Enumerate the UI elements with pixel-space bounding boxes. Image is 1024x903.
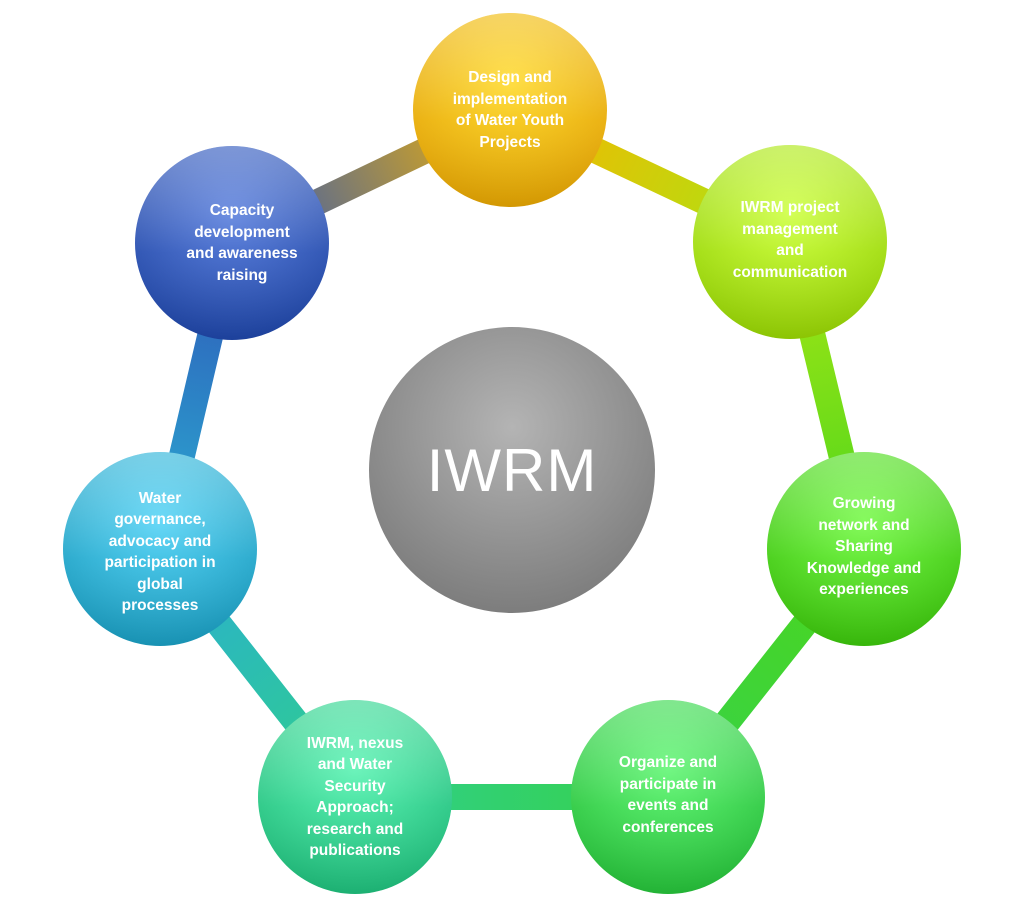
node-shine-capacity-development (135, 146, 329, 340)
node-layer (63, 13, 961, 894)
node-shine-project-management (693, 145, 887, 339)
node-water-governance (63, 452, 257, 646)
center-layer (369, 327, 655, 613)
center-circle (369, 327, 655, 613)
node-growing-network (767, 452, 961, 646)
node-shine-growing-network (767, 452, 961, 646)
node-shine-organize-events (571, 700, 765, 894)
node-shine-water-governance (63, 452, 257, 646)
node-project-management (693, 145, 887, 339)
node-research-publications (258, 700, 452, 894)
node-design-implementation (413, 13, 607, 207)
node-capacity-development (135, 146, 329, 340)
node-shine-design-implementation (413, 13, 607, 207)
node-organize-events (571, 700, 765, 894)
node-shine-research-publications (258, 700, 452, 894)
